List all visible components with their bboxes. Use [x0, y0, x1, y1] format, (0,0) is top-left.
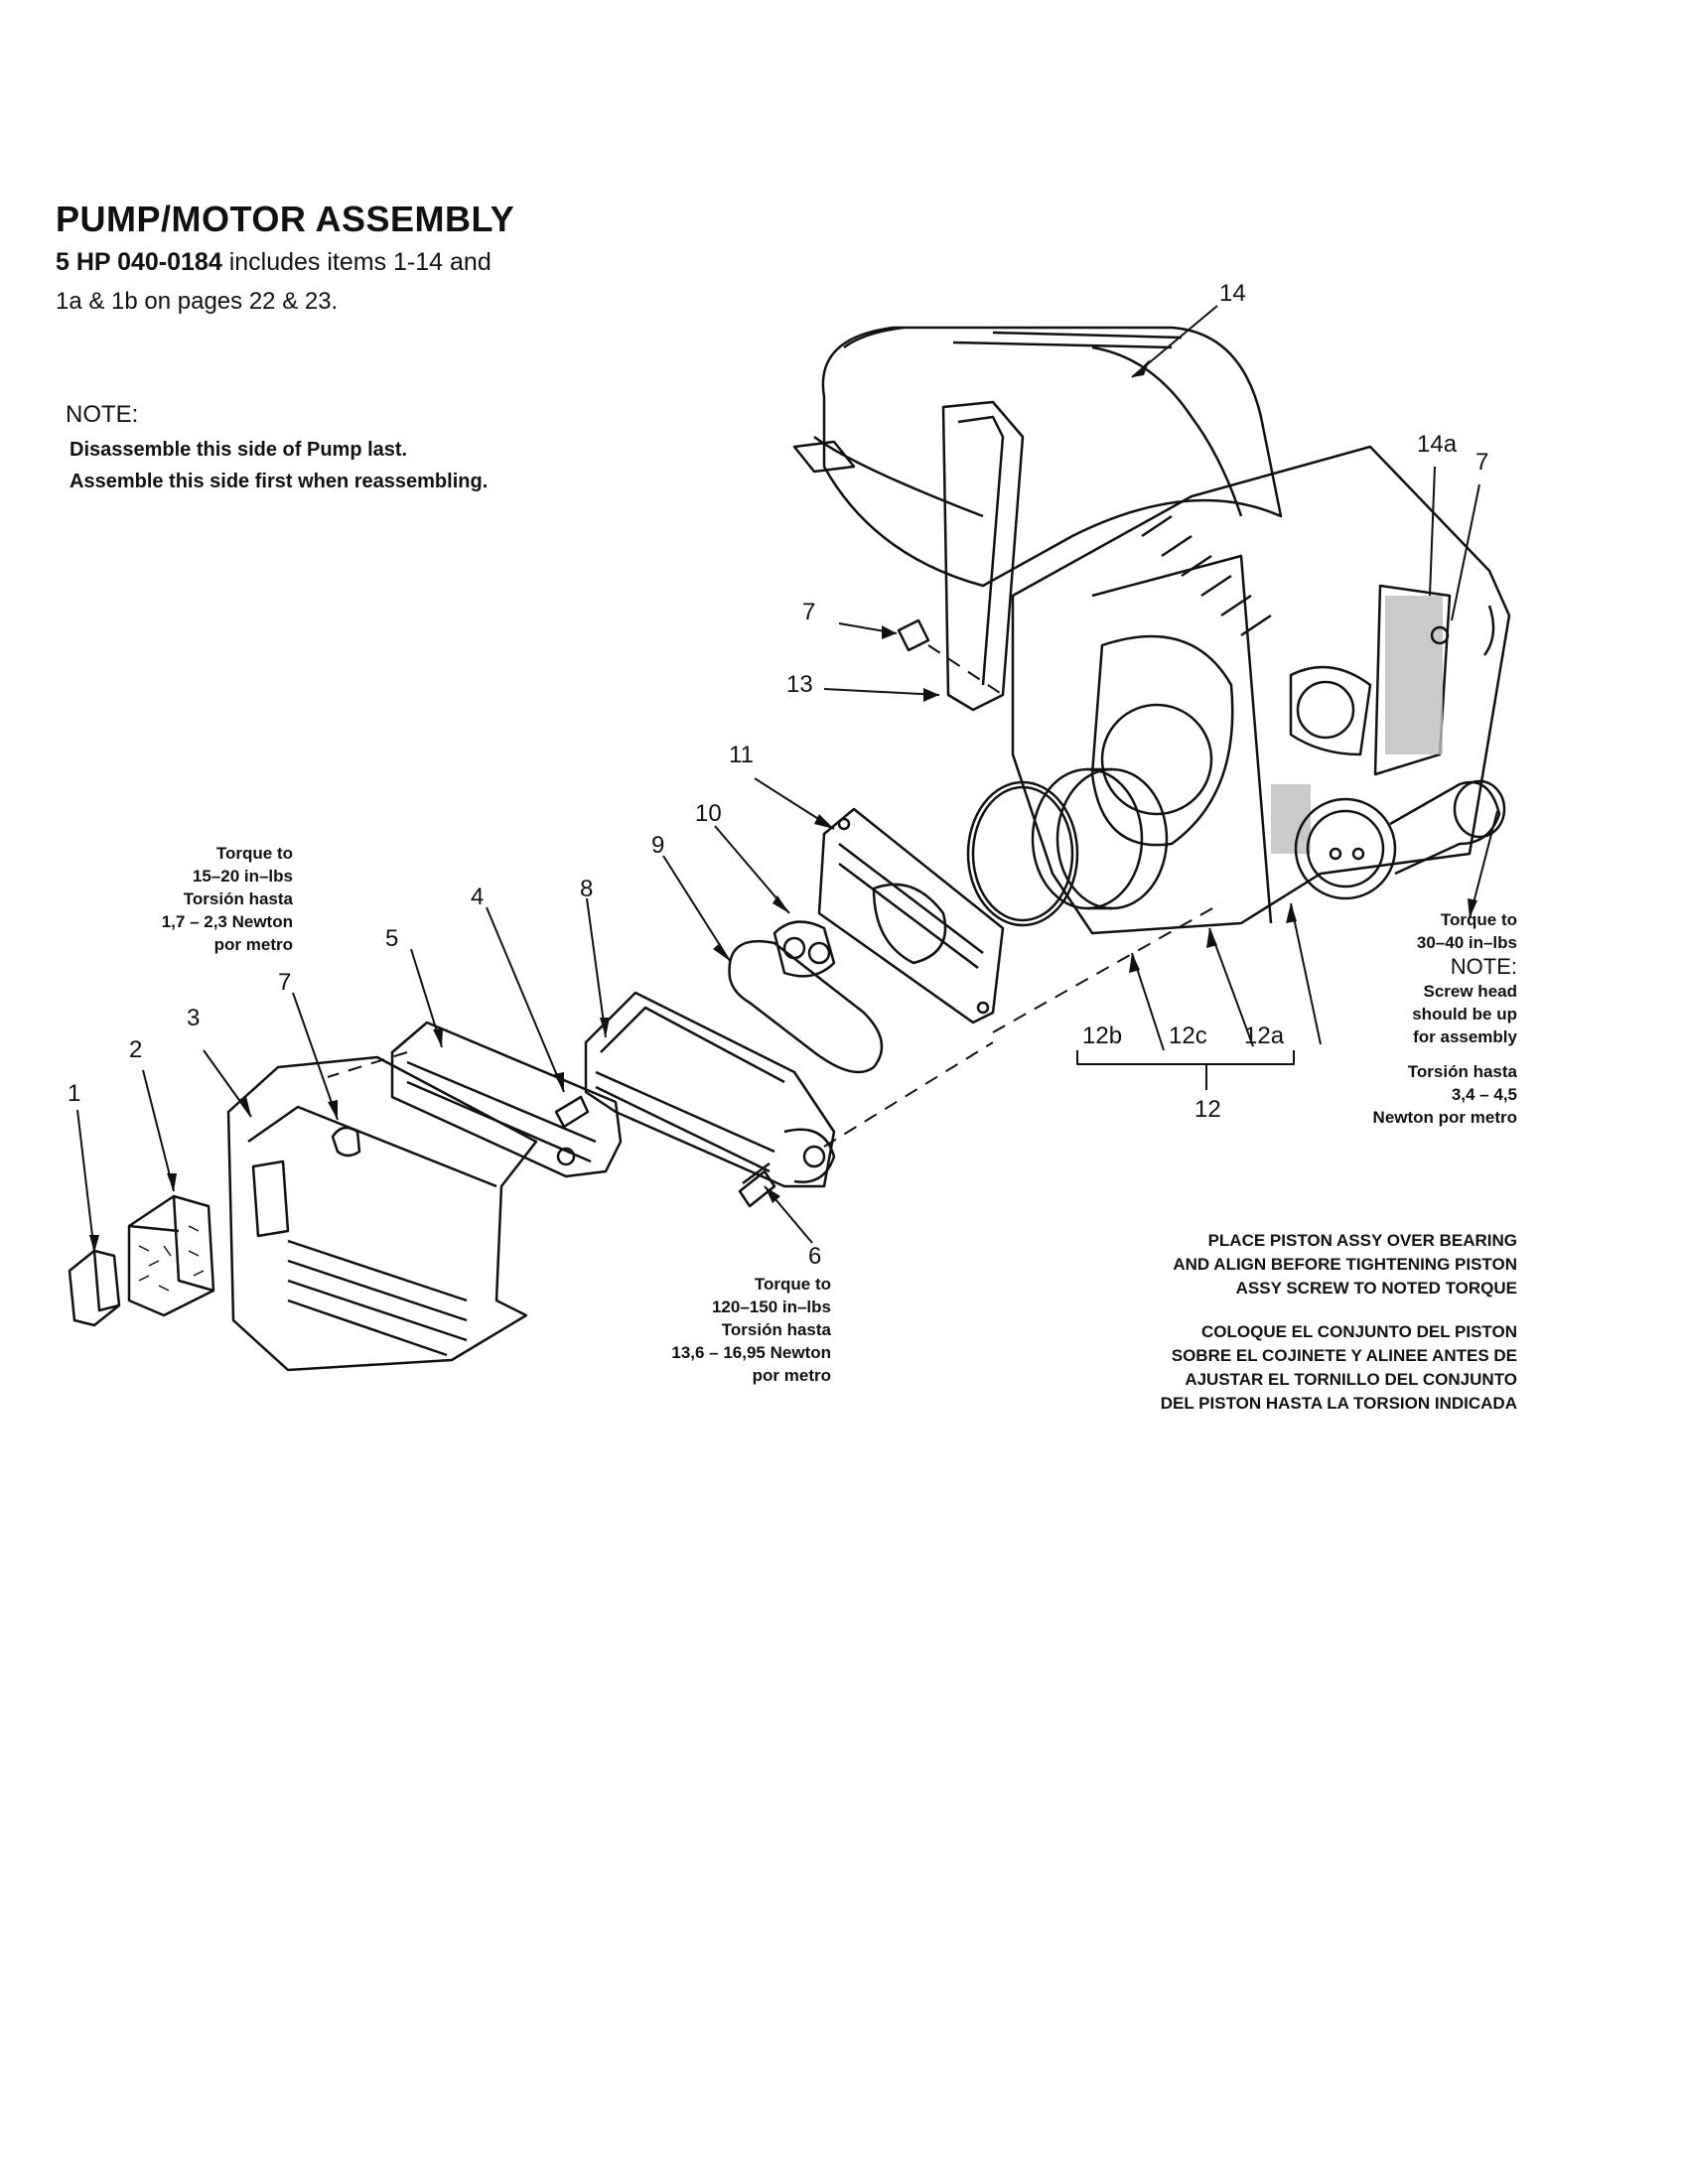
- pages-reference: 1a & 1b on pages 22 & 23.: [56, 288, 339, 315]
- callout-1: 1: [68, 1080, 81, 1107]
- part-14a-shading: [1271, 596, 1443, 854]
- torque-6-line-1: Torque to: [754, 1275, 831, 1294]
- torque-6-line-3: Torsión hasta: [721, 1320, 831, 1339]
- callout-9: 9: [651, 832, 665, 859]
- callout-4: 4: [471, 884, 485, 910]
- part-12c-sleeve: [1031, 767, 1169, 910]
- arrowheads: [89, 359, 1477, 1253]
- torque-12a-line-1: Torque to: [1440, 910, 1517, 929]
- part-8-cylinder-head: [584, 991, 836, 1188]
- includes-text: includes items 1-14 and: [228, 248, 491, 276]
- callout-12a: 12a: [1244, 1023, 1285, 1049]
- torque-12a-line-5: for assembly: [1413, 1027, 1517, 1046]
- callout-11: 11: [729, 742, 754, 768]
- callout-14: 14: [1219, 280, 1246, 307]
- callout-2: 2: [129, 1036, 143, 1063]
- callout-6: 6: [808, 1243, 822, 1270]
- torque-spec-12a: Torque to 30–40 in–lbs NOTE: Screw head …: [1331, 908, 1517, 1129]
- note-line-1: Disassemble this side of Pump last.: [70, 439, 408, 461]
- torque-12a-line-7: 3,4 – 4,5: [1451, 1085, 1517, 1104]
- torque-12a-line-8: Newton por metro: [1372, 1108, 1517, 1127]
- note-heading: NOTE:: [66, 401, 139, 428]
- part-4-screw: [554, 1095, 590, 1129]
- piston-note-en-line-3: ASSY SCREW TO NOTED TORQUE: [1235, 1279, 1517, 1297]
- callout-13: 13: [786, 671, 813, 698]
- note-line-2: Assemble this side first when reassembli…: [70, 471, 489, 492]
- part-13-bracket: [941, 400, 1025, 712]
- model-line: 5 HP 040-0184 includes items 1-14 and: [56, 248, 491, 277]
- torque-7-line-2: 15–20 in–lbs: [192, 867, 293, 886]
- part-10-valve: [772, 920, 836, 978]
- part-12a-piston: [1294, 779, 1506, 900]
- callout-12c: 12c: [1169, 1023, 1207, 1049]
- callout-7-right: 7: [1475, 449, 1489, 476]
- callout-12b: 12b: [1082, 1023, 1123, 1049]
- piston-note-es-line-4: DEL PISTON HASTA LA TORSION INDICADA: [1160, 1394, 1517, 1413]
- part-9-gasket: [728, 939, 884, 1074]
- piston-note-es-line-1: COLOQUE EL CONJUNTO DEL PISTON: [1200, 1322, 1517, 1341]
- piston-note-spanish: COLOQUE EL CONJUNTO DEL PISTON SOBRE EL …: [1013, 1320, 1517, 1416]
- part-2-filter-texture: [138, 1225, 205, 1292]
- alignment-lines: [327, 644, 1222, 1148]
- torque-7-line-3: Torsión hasta: [183, 889, 293, 908]
- part-11-valve-plate: [817, 807, 1005, 1024]
- part-2-filter: [127, 1194, 215, 1317]
- torque-12a-line-3: Screw head: [1423, 982, 1518, 1001]
- callout-5: 5: [385, 925, 399, 952]
- model-number: 5 HP 040-0184: [56, 248, 222, 276]
- torque-12a-line-4: should be up: [1412, 1005, 1517, 1024]
- part-12b-oring: [966, 780, 1079, 927]
- torque-spec-7: Torque to 15–20 in–lbs Torsión hasta 1,7…: [119, 842, 293, 956]
- part-7-screw-left: [331, 1126, 361, 1158]
- torque-7-line-4: 1,7 – 2,3 Newton: [161, 912, 293, 931]
- torque-spec-6: Torque to 120–150 in–lbs Torsión hasta 1…: [596, 1273, 831, 1387]
- bracket-12: [1076, 1050, 1295, 1090]
- piston-note-en-line-2: AND ALIGN BEFORE TIGHTENING PISTON: [1173, 1255, 1517, 1274]
- torque-6-line-5: por metro: [752, 1366, 831, 1385]
- torque-7-line-5: por metro: [213, 935, 293, 954]
- piston-note-english: PLACE PISTON ASSY OVER BEARING AND ALIGN…: [1013, 1229, 1517, 1300]
- callout-7-left: 7: [278, 969, 292, 996]
- callout-10: 10: [695, 800, 722, 827]
- part-14-motor: [792, 326, 1283, 588]
- part-12b-oring-inner: [971, 785, 1074, 922]
- callout-7-upper: 7: [802, 599, 816, 625]
- callout-3: 3: [187, 1005, 201, 1031]
- torque-12a-note: NOTE:: [1450, 954, 1517, 979]
- part-3-shroud: [226, 1055, 538, 1372]
- page-title: PUMP/MOTOR ASSEMBLY: [56, 199, 515, 239]
- callout-14a: 14a: [1417, 431, 1458, 458]
- part-1-cap: [68, 1249, 121, 1327]
- callout-8: 8: [580, 876, 594, 902]
- torque-12a-line-6: Torsión hasta: [1407, 1062, 1517, 1081]
- torque-7-line-1: Torque to: [215, 844, 293, 863]
- part-7-screw-right: [1430, 625, 1450, 645]
- part-7-screw-upper: [897, 618, 930, 652]
- part-6-screw: [738, 1161, 776, 1208]
- piston-note-es-line-2: SOBRE EL COJINETE Y ALINEE ANTES DE: [1171, 1346, 1517, 1365]
- torque-6-line-4: 13,6 – 16,95 Newton: [671, 1343, 831, 1362]
- callout-12: 12: [1194, 1096, 1221, 1123]
- torque-12a-line-2: 30–40 in–lbs: [1416, 933, 1517, 952]
- torque-6-line-2: 120–150 in–lbs: [711, 1297, 831, 1316]
- part-14a-crankcase: [1011, 445, 1511, 935]
- piston-note-en-line-1: PLACE PISTON ASSY OVER BEARING: [1207, 1231, 1517, 1250]
- piston-note-es-line-3: AJUSTAR EL TORNILLO DEL CONJUNTO: [1185, 1370, 1517, 1389]
